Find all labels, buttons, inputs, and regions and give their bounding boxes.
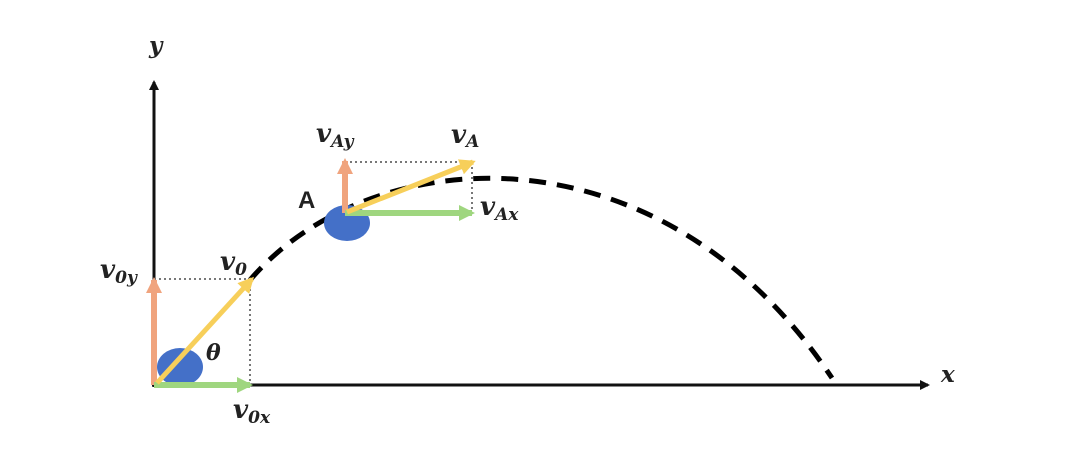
projectile-start — [157, 348, 203, 386]
v0-label: v0 — [220, 247, 247, 280]
x-axis-label: x — [940, 361, 955, 388]
va-arrow — [346, 159, 476, 215]
point-a-label: A — [298, 187, 315, 214]
vay-label: vAy — [316, 119, 355, 152]
v0y-label: v0y — [100, 255, 138, 288]
va-label: vA — [451, 120, 479, 152]
vax-label: vAx — [480, 192, 519, 225]
y-axis-label: y — [148, 32, 164, 59]
v0-arrow — [155, 276, 255, 385]
theta-label: θ — [206, 340, 221, 366]
v0x-label: v0x — [233, 395, 271, 428]
